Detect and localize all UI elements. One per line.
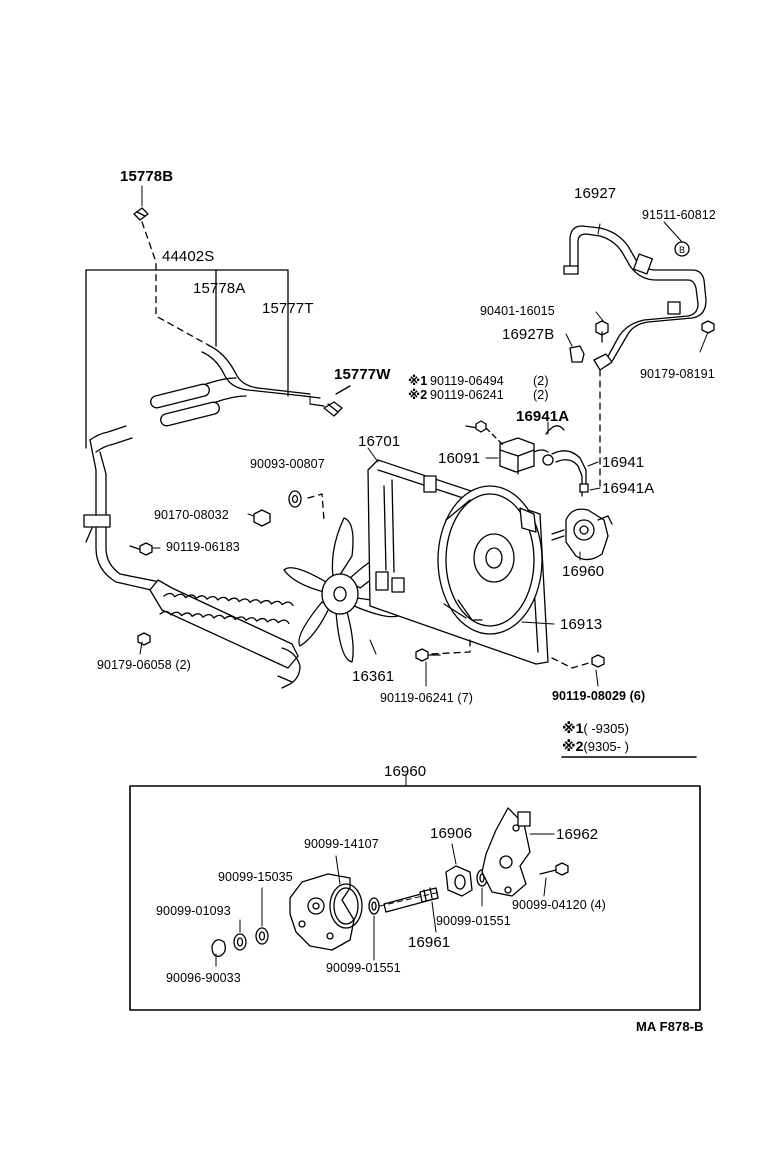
label-16927B: 16927B bbox=[502, 326, 555, 343]
label-16941A-top: 16941A bbox=[516, 408, 570, 425]
label-90099-01551-right: 90099-01551 bbox=[436, 914, 511, 928]
label-90119-06494: 90119-06494 bbox=[430, 374, 504, 388]
fan-shroud-16701 bbox=[367, 459, 549, 665]
label-15778B: 15778B bbox=[120, 168, 174, 185]
label-90119-06494-qty: (2) bbox=[533, 374, 549, 388]
label-90119-06241-upper-qty: (2) bbox=[533, 388, 549, 402]
label-15778A: 15778A bbox=[193, 280, 246, 297]
label-16361: 16361 bbox=[352, 668, 395, 685]
cover-16962 bbox=[481, 807, 531, 897]
hose-group bbox=[83, 207, 351, 593]
hose-pipe-pair bbox=[150, 377, 247, 427]
pump-assembly-16960-small bbox=[551, 508, 613, 561]
label-16941A-bottom: 16941A bbox=[602, 480, 655, 497]
pulley-16906 bbox=[445, 865, 473, 897]
bolt-90170-08032 bbox=[253, 509, 271, 527]
note1-mark: ※1 bbox=[408, 374, 428, 388]
bushing-90099-15035 bbox=[255, 927, 269, 945]
bolt-90119-06241-lower bbox=[415, 648, 441, 662]
label-15777W: 15777W bbox=[334, 366, 391, 383]
bolt-90119-06183 bbox=[129, 542, 153, 556]
clamp-91511-60812: B bbox=[674, 241, 690, 257]
label-16941: 16941 bbox=[602, 454, 645, 471]
label-16960-box: 16960 bbox=[384, 763, 427, 780]
leader-lines bbox=[139, 185, 709, 687]
label-90179-08191: 90179-08191 bbox=[640, 367, 715, 381]
label-90179-06058: 90179-06058 (2) bbox=[97, 658, 191, 672]
shaft-16961 bbox=[383, 887, 439, 913]
label-90099-01551-left: 90099-01551 bbox=[326, 961, 401, 975]
legend-row-2: ※2(9305- ) bbox=[562, 738, 629, 755]
label-16960-side: 16960 bbox=[562, 563, 605, 580]
oring-90099-14107 bbox=[329, 883, 363, 929]
label-16906: 16906 bbox=[430, 825, 473, 842]
label-16961: 16961 bbox=[408, 934, 451, 951]
label-90096-90033: 90096-90033 bbox=[166, 971, 241, 985]
ring-90096-90033 bbox=[211, 939, 226, 957]
svg-text:B: B bbox=[679, 245, 685, 255]
label-16091: 16091 bbox=[438, 450, 481, 467]
label-16962: 16962 bbox=[556, 826, 599, 843]
legend-row2-mark: ※2 bbox=[562, 738, 584, 754]
legend-row-1: ※1( -9305) bbox=[562, 720, 629, 737]
legend-row2-range: (9305- ) bbox=[583, 739, 629, 754]
label-90099-14107: 90099-14107 bbox=[304, 837, 379, 851]
pump-housing bbox=[289, 873, 355, 951]
label-44402S: 44402S bbox=[162, 248, 215, 265]
washer-90093-00807 bbox=[288, 490, 302, 508]
label-90119-06241-lower: 90119-06241 (7) bbox=[380, 691, 474, 705]
clip-15777W bbox=[323, 401, 343, 417]
label-90401-16015: 90401-16015 bbox=[480, 304, 555, 318]
detail-box-16960 bbox=[129, 785, 701, 1011]
nut-90179-08191 bbox=[701, 320, 715, 334]
label-90119-06183: 90119-06183 bbox=[166, 540, 240, 554]
note2-mark: ※2 bbox=[408, 388, 428, 402]
legend-row1-mark: ※1 bbox=[562, 720, 584, 736]
bolt-90119-06494 bbox=[465, 420, 487, 433]
label-90099-04120: 90099-04120 (4) bbox=[512, 898, 606, 912]
bushing-90099-01093 bbox=[233, 933, 247, 951]
label-90119-06241-upper: 90119-06241 bbox=[430, 388, 504, 402]
label-90170-08032: 90170-08032 bbox=[154, 508, 229, 522]
label-90099-01093: 90099-01093 bbox=[156, 904, 231, 918]
label-91511-60812: 91511-60812 bbox=[642, 208, 716, 222]
legend-row1-range: ( -9305) bbox=[583, 721, 629, 736]
bolt-90119-08029 bbox=[591, 654, 605, 668]
bolt-90401-16015 bbox=[595, 320, 609, 343]
pressure-hose-16927 bbox=[563, 225, 707, 371]
seal-90099-01551-left bbox=[368, 897, 380, 915]
clamp-16927B bbox=[569, 345, 585, 363]
detail-leaders bbox=[215, 833, 555, 967]
bolt-90099-04120 bbox=[539, 862, 569, 876]
label-16927: 16927 bbox=[574, 185, 617, 202]
vsv-16091 bbox=[499, 425, 565, 475]
label-90093-00807: 90093-00807 bbox=[250, 457, 325, 471]
label-90119-08029: 90119-08029 (6) bbox=[552, 689, 646, 703]
label-90099-15035: 90099-15035 bbox=[218, 870, 293, 884]
figure-code: MA F878-B bbox=[636, 1019, 704, 1034]
nut-90179-06058 bbox=[137, 632, 151, 646]
label-16913: 16913 bbox=[560, 616, 603, 633]
label-15777T: 15777T bbox=[262, 300, 314, 317]
label-16701: 16701 bbox=[358, 433, 401, 450]
clip-15778B bbox=[133, 207, 149, 221]
oil-cooler bbox=[149, 579, 301, 689]
